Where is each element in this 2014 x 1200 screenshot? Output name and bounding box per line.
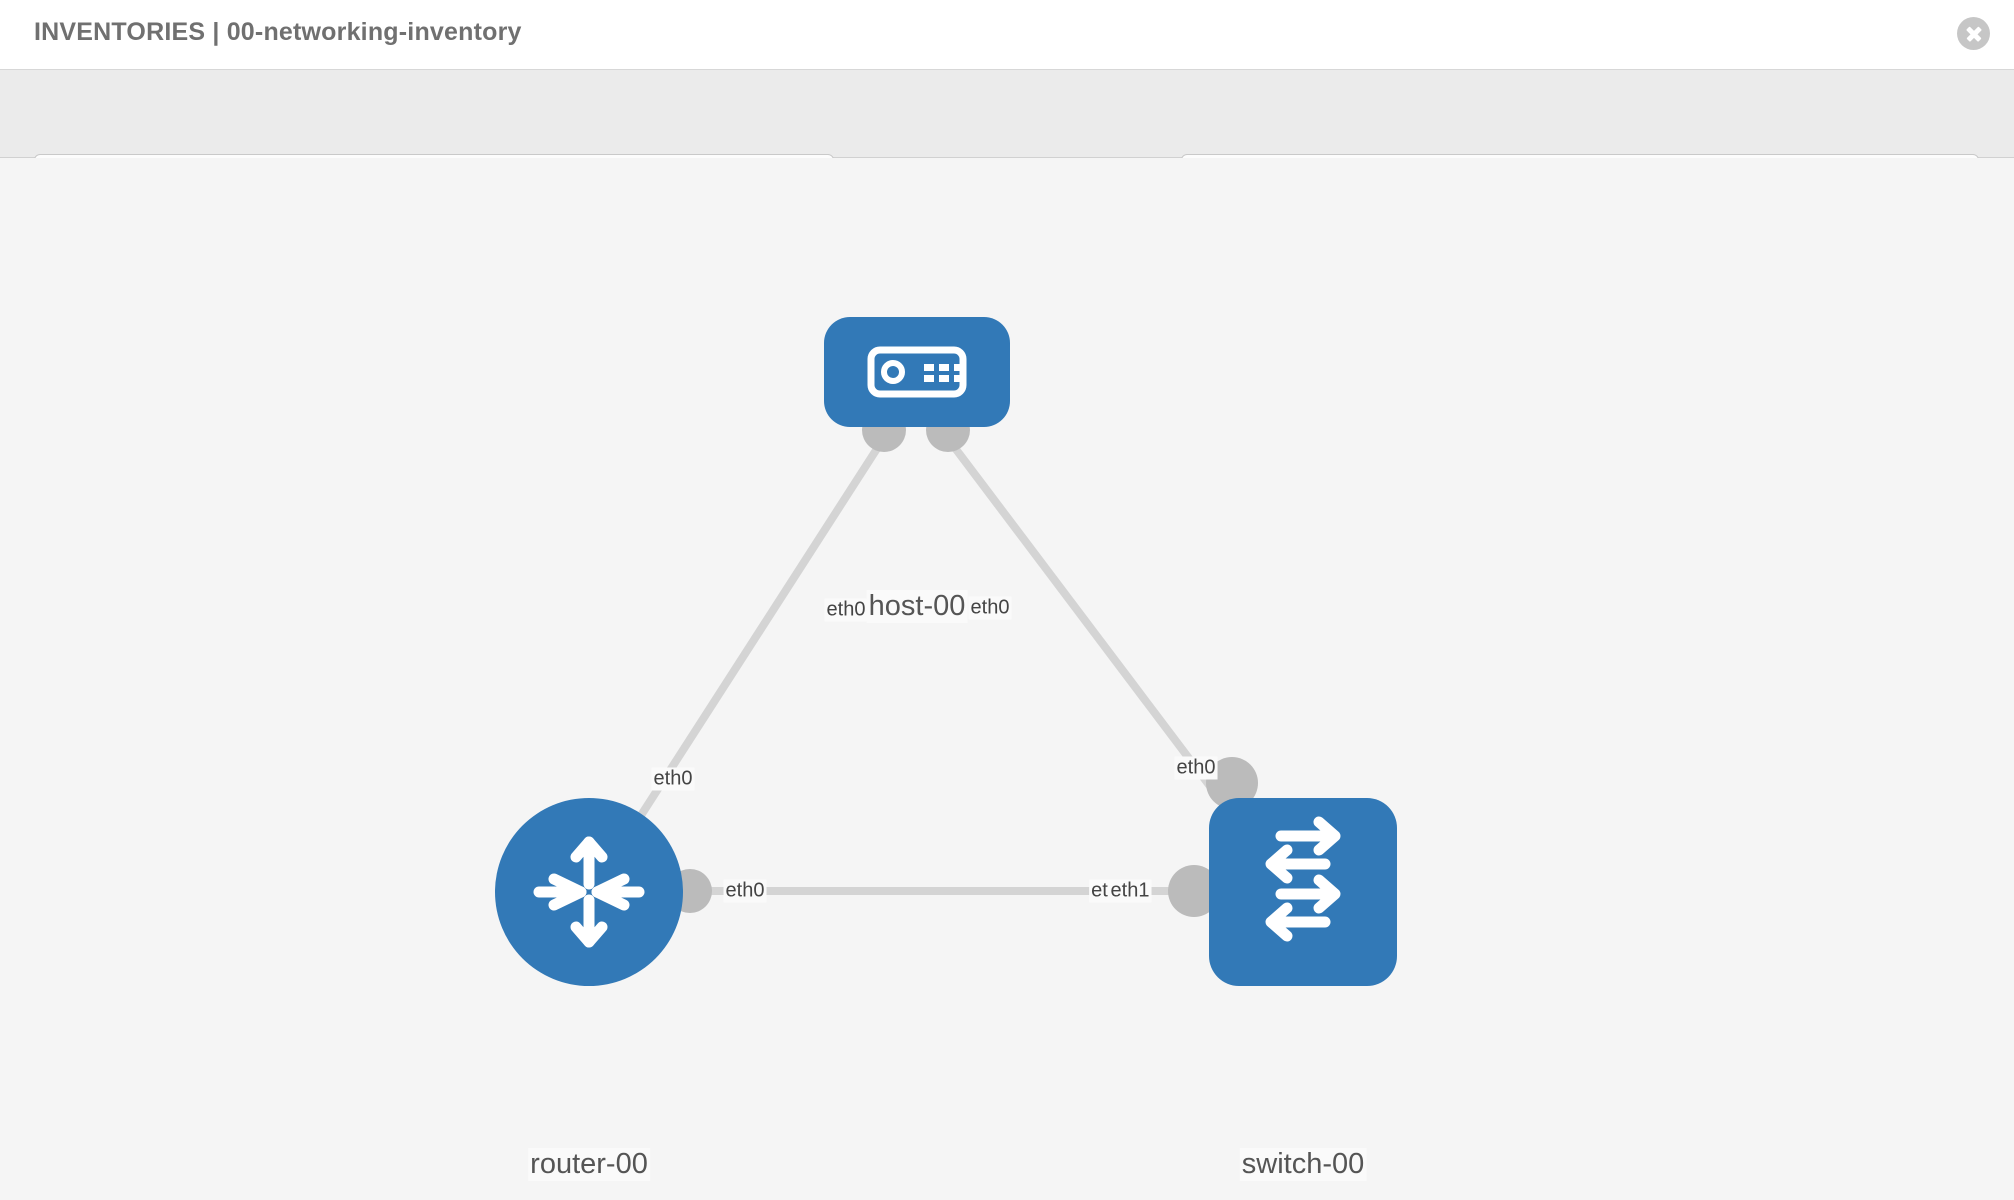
iface-label-router00-to-host00: eth0 <box>651 767 695 791</box>
iface-stub-switch00-west[interactable] <box>1168 865 1220 917</box>
interface-stubs <box>668 408 1258 917</box>
topology-canvas[interactable]: host-00 router-00 switch-00 eth0 eth0 et… <box>0 158 2014 1200</box>
toolbar: ACTIONS SEARCH <box>0 69 2014 204</box>
page-header: INVENTORIES | 00-networking-inventory <box>0 0 2014 69</box>
node-router-00[interactable] <box>495 798 683 986</box>
iface-label-host00-to-router00: eth0 <box>824 598 868 622</box>
node-label-host-00: host-00 <box>866 590 968 623</box>
topology-links <box>616 441 1247 895</box>
iface-label-switch00-to-router00: eth1 <box>1108 879 1152 903</box>
iface-stub-switch00-nw[interactable] <box>1206 757 1258 809</box>
node-label-switch-00: switch-00 <box>1239 1148 1367 1181</box>
topology-graph <box>495 317 1397 986</box>
iface-label-switch00-to-host00: eth0 <box>1174 756 1218 780</box>
node-switch-00[interactable] <box>1209 798 1397 986</box>
node-host-00[interactable] <box>824 317 1010 427</box>
page-title: INVENTORIES | 00-networking-inventory <box>34 18 522 46</box>
close-icon[interactable] <box>1957 17 1990 50</box>
iface-label-router00-to-switch00: eth0 <box>723 879 767 903</box>
node-label-router-00: router-00 <box>528 1148 650 1181</box>
iface-label-host00-to-switch00: eth0 <box>968 596 1012 620</box>
